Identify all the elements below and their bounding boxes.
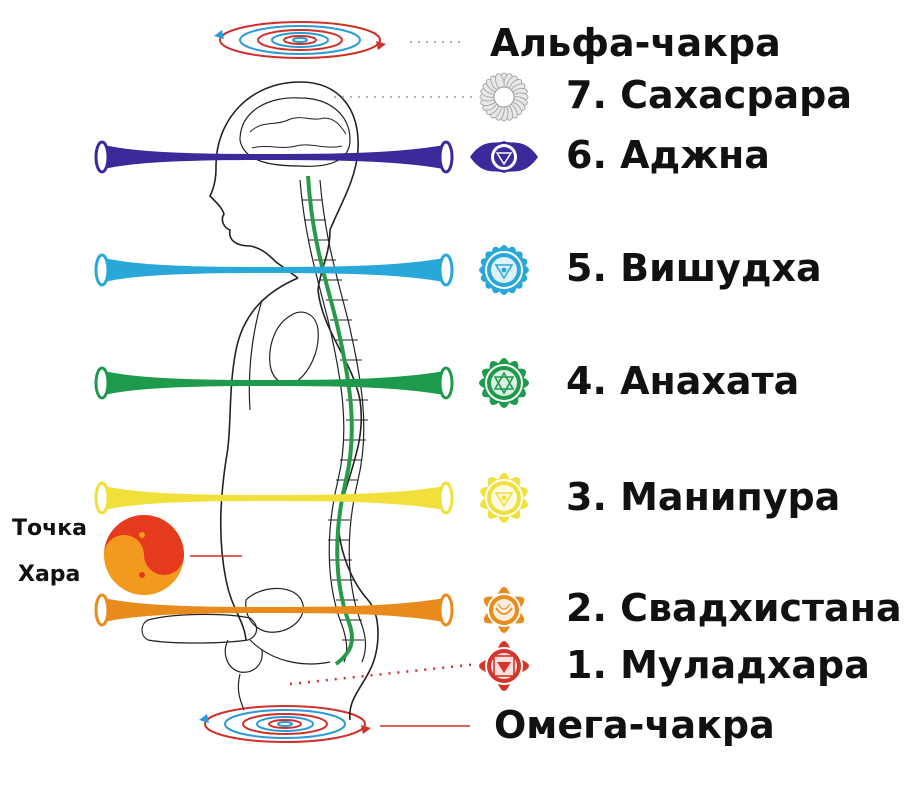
hara-label-line2: Хара — [18, 562, 81, 587]
svadhisthana-chakra-icon — [483, 587, 525, 633]
hara-yin-yang-icon — [104, 515, 184, 595]
chakra-beams — [94, 140, 454, 627]
chakra-beam — [94, 366, 454, 400]
omega-spiral — [199, 705, 371, 743]
anahata-chakra-icon — [479, 358, 529, 408]
alpha-chakra-label: Альфа-чакра — [490, 21, 781, 65]
chakra-label: 3. Манипура — [566, 475, 841, 519]
manipura-chakra-icon — [480, 473, 528, 523]
alpha-spiral — [214, 21, 386, 59]
chakra-label: 1. Муладхара — [566, 643, 870, 687]
chakra-label: 2. Свадхистана — [566, 586, 902, 630]
ajna-chakra-icon — [470, 141, 538, 173]
spine — [299, 179, 368, 663]
chakra-label: 6. Аджна — [566, 133, 770, 177]
chakra-beam — [94, 140, 454, 174]
chakra-beam — [94, 593, 454, 627]
sahasrara-lotus-icon — [479, 72, 529, 122]
hara-label-line1: Точка — [12, 516, 88, 541]
muladhara-chakra-icon — [479, 641, 529, 691]
vishuddha-chakra-icon — [479, 245, 529, 295]
chakra-label: 4. Анахата — [566, 359, 800, 403]
omega-chakra-label: Омега-чакра — [494, 703, 775, 747]
muladhara-connector — [289, 662, 479, 686]
chakra-beam — [94, 481, 454, 515]
chakra-label: 5. Вишудха — [566, 246, 822, 290]
chakra-beam — [94, 253, 454, 287]
chakra-icons — [470, 72, 538, 691]
chakra-label: 7. Сахасрара — [566, 73, 853, 117]
